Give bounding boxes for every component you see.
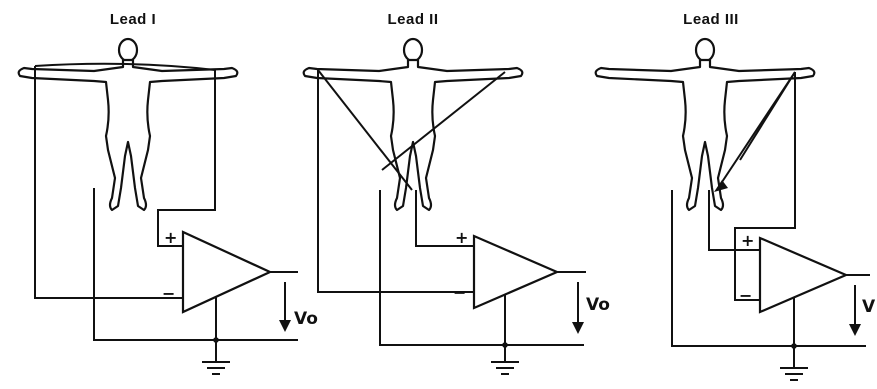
lead-1-arrow-head [279, 320, 291, 332]
lead-3-minus-label: − [739, 286, 752, 305]
lead-2-panel: Lead II + − Vo [302, 11, 610, 375]
lead-2-figure [302, 37, 524, 212]
lead-3-junction [791, 343, 797, 349]
lead-3-op-amp [758, 236, 849, 314]
lead-2-op-amp [472, 234, 560, 310]
lead-3-diagonal-la-ll-b [739, 71, 796, 161]
lead-3-ground-symbol [779, 367, 809, 381]
lead-3-figure [594, 37, 816, 212]
lead-1-title: Lead I [110, 11, 156, 28]
lead-1-plus-label: + [164, 228, 177, 247]
lead-2-diagonal-ra-ll [317, 69, 413, 191]
lead-3-rl-wire [671, 190, 866, 347]
lead-3-panel: Lead III + − V [594, 11, 876, 381]
lead-3-diagonal-arrow [714, 180, 728, 192]
lead-1-panel: Lead I + − Vo [17, 11, 318, 375]
lead-3-la-wire [734, 72, 796, 301]
lead-2-ground-symbol [490, 361, 520, 375]
lead-2-arrow-head [572, 322, 584, 334]
lead-2-minus-label: − [453, 283, 466, 302]
lead-3-plus-label: + [741, 231, 754, 250]
lead-1-ra-wire [34, 66, 183, 299]
lead-2-junction [502, 342, 508, 348]
lead-3-ll-wire [708, 190, 760, 251]
lead-3-output-label: V [862, 297, 876, 317]
lead-1-junction [213, 337, 219, 343]
lead-2-rl-wire [379, 190, 584, 346]
lead-1-ground-symbol [201, 361, 231, 375]
lead-1-output-label: Vo [294, 309, 318, 329]
lead-2-title: Lead II [387, 11, 438, 28]
lead-2-ra-wire [317, 70, 474, 293]
lead-2-diagonal-la-rl [381, 71, 506, 171]
lead-3-arrow-head [849, 324, 861, 336]
lead-1-op-amp [181, 230, 273, 314]
lead-1-electrode-cable [34, 62, 216, 71]
lead-1-minus-label: − [162, 284, 175, 303]
lead-2-plus-label: + [455, 228, 468, 247]
lead-2-output-label: Vo [586, 295, 610, 315]
lead-1-la-wire [157, 70, 216, 247]
lead-3-title: Lead III [683, 11, 739, 28]
lead-2-ll-wire [415, 190, 474, 247]
lead-1-rl-wire [93, 188, 298, 341]
